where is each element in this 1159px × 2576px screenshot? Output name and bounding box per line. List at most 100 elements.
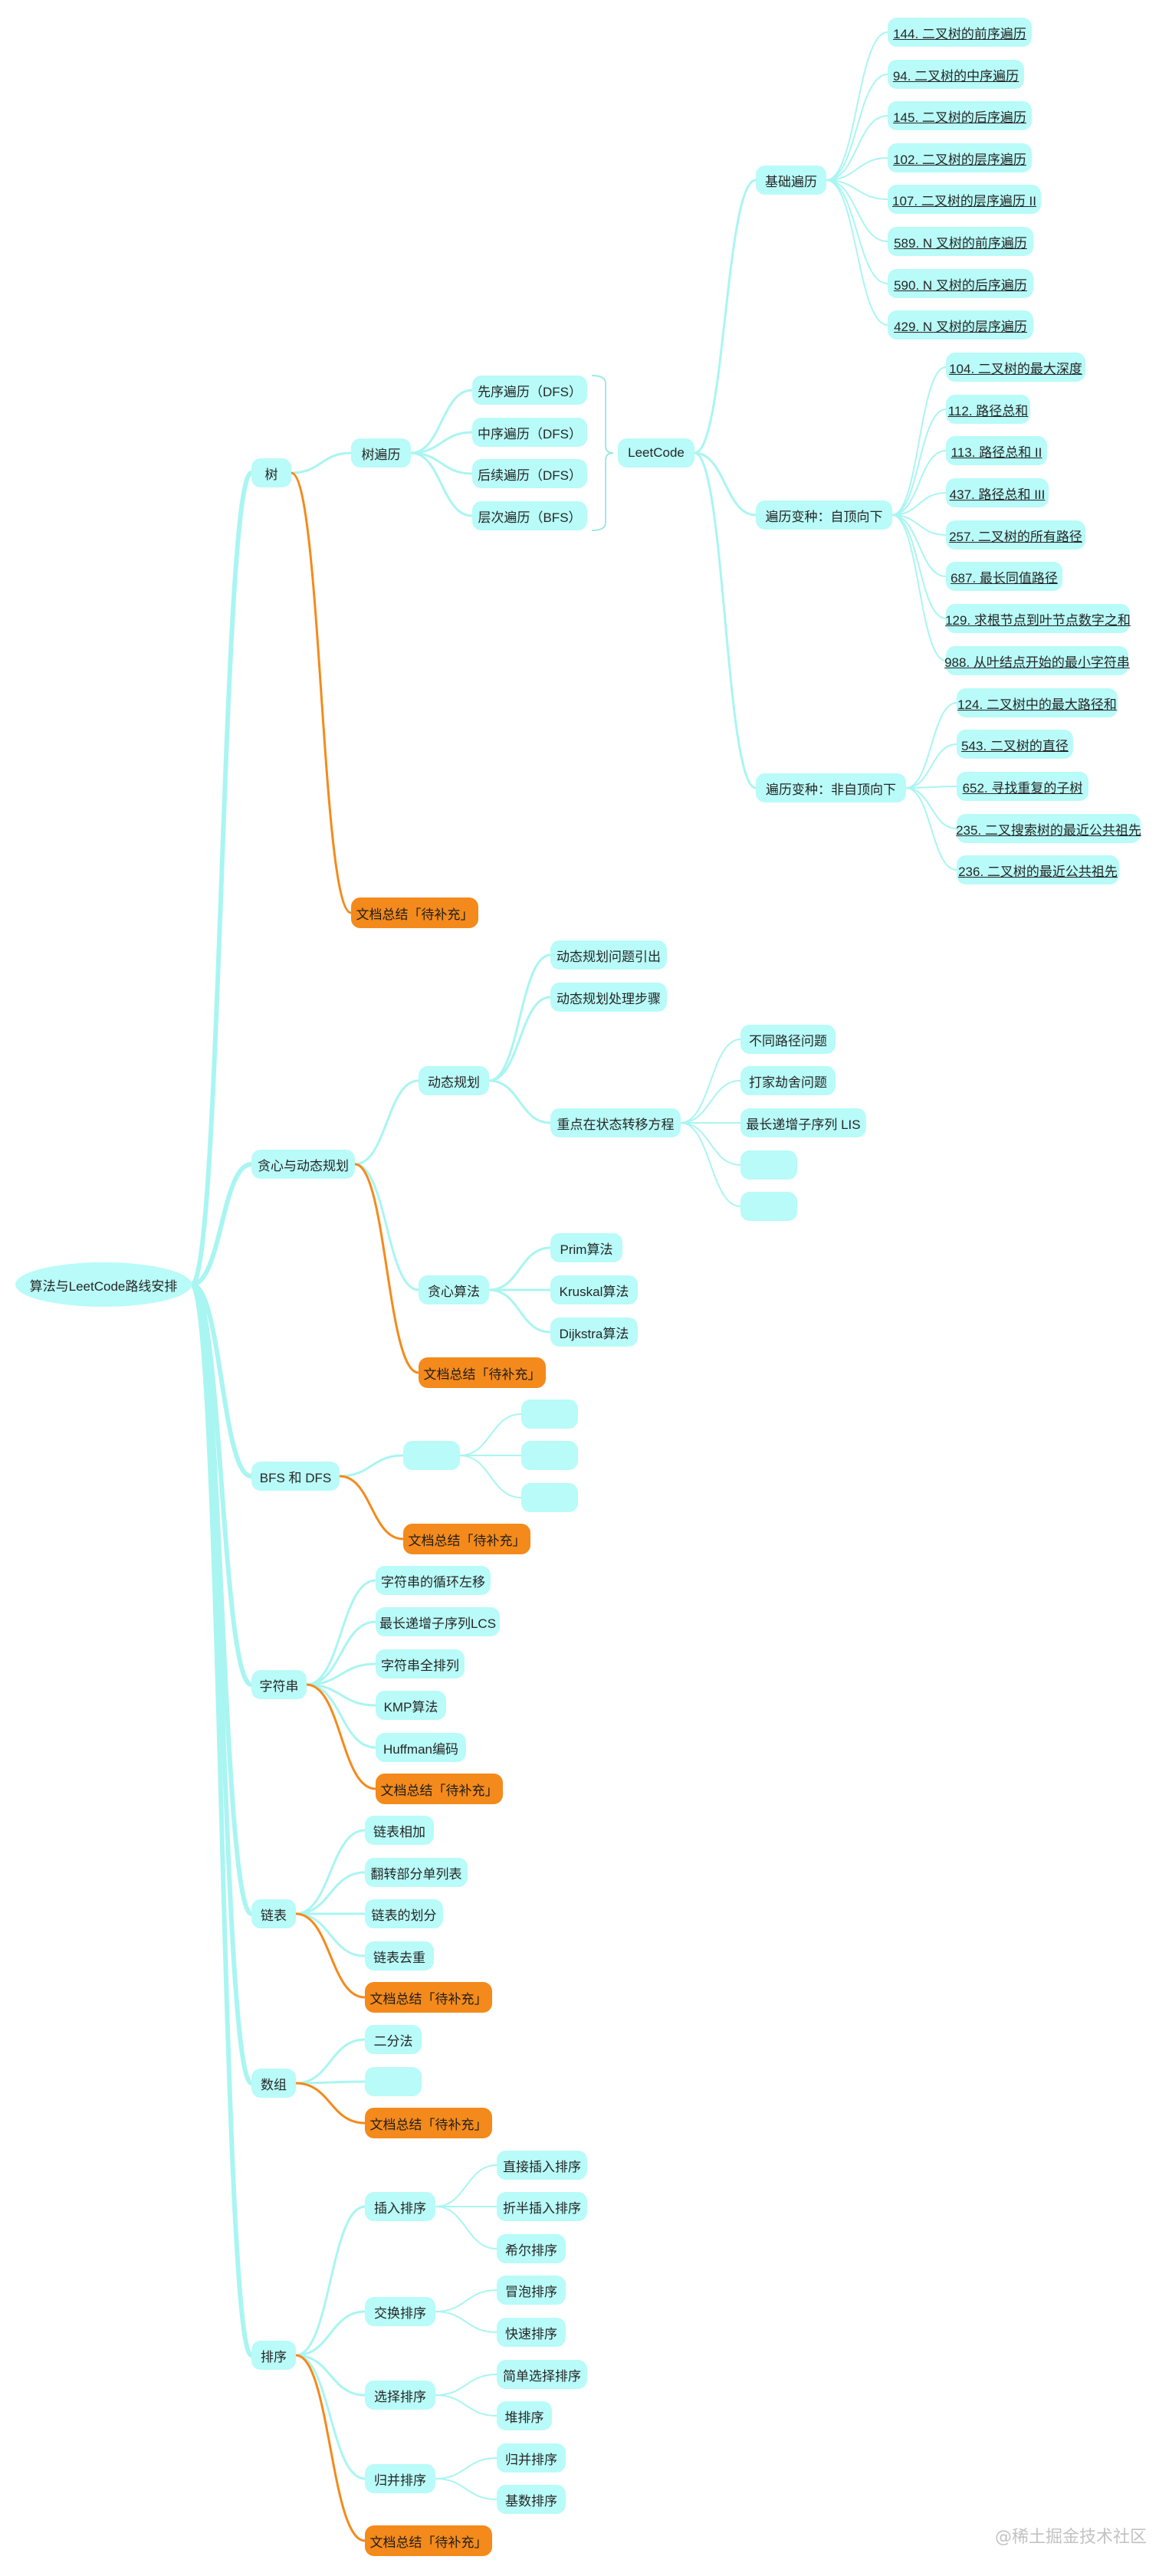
- doc-summary-greedy-dp[interactable]: 文档总结「待补充」: [419, 1357, 546, 1388]
- problem-link[interactable]: 652. 寻找重复的子树: [957, 772, 1088, 801]
- linked-list-item[interactable]: 翻转部分单列表: [365, 1858, 468, 1887]
- problem-link[interactable]: 113. 路径总和 II: [946, 436, 1047, 465]
- bracket: [591, 375, 614, 531]
- doc-summary-array[interactable]: 文档总结「待补充」: [365, 2108, 492, 2138]
- string-item[interactable]: KMP算法: [376, 1691, 446, 1720]
- problem-link[interactable]: 145. 二叉树的后序遍历: [888, 101, 1032, 130]
- exchange-sort[interactable]: 交换排序: [365, 2297, 435, 2326]
- empty-node[interactable]: [740, 1192, 797, 1221]
- problem-link[interactable]: 107. 二叉树的层序遍历 II: [888, 185, 1041, 214]
- non-topdown-variant[interactable]: 遍历变种：非自顶向下: [756, 773, 906, 802]
- connector: [488, 1246, 552, 1291]
- sort-item[interactable]: 折半插入排序: [497, 2192, 587, 2221]
- empty-node[interactable]: [521, 1400, 578, 1429]
- greedy-node[interactable]: 贪心算法: [419, 1275, 489, 1304]
- topic-sort[interactable]: 排序: [251, 2341, 296, 2370]
- linked-list-item[interactable]: 链表的划分: [365, 1899, 443, 1928]
- doc-connector: [294, 2354, 366, 2542]
- sort-item[interactable]: 堆排序: [497, 2401, 552, 2430]
- doc-summary-linked-list[interactable]: 文档总结「待补充」: [365, 1982, 492, 2013]
- select-sort[interactable]: 选择排序: [365, 2381, 435, 2410]
- problem-link[interactable]: 112. 路径总和: [946, 395, 1030, 424]
- sort-item[interactable]: 冒泡排序: [497, 2276, 566, 2305]
- connector: [905, 702, 957, 789]
- tree-traversal[interactable]: 树遍历: [351, 438, 411, 468]
- problem-link[interactable]: 124. 二叉树中的最大路径和: [957, 688, 1118, 717]
- string-item[interactable]: Huffman编码: [376, 1733, 466, 1762]
- doc-summary-sort[interactable]: 文档总结「待补充」: [365, 2525, 492, 2556]
- greedy-item[interactable]: Prim算法: [550, 1233, 622, 1262]
- greedy-item[interactable]: Kruskal算法: [550, 1275, 638, 1304]
- topic-linked-list[interactable]: 链表: [251, 1899, 296, 1928]
- topdown-variant[interactable]: 遍历变种：自顶向下: [756, 500, 892, 530]
- connector: [905, 743, 957, 789]
- connector: [680, 1122, 741, 1207]
- problem-link[interactable]: 104. 二叉树的最大深度: [946, 353, 1085, 382]
- greedy-item[interactable]: Dijkstra算法: [550, 1318, 638, 1347]
- connector: [338, 1454, 405, 1478]
- problem-link[interactable]: 129. 求根节点到叶节点数字之和: [945, 604, 1131, 633]
- dp-problem[interactable]: 打家劫舍问题: [740, 1066, 836, 1095]
- dp-node[interactable]: 动态规划: [419, 1066, 489, 1095]
- connector: [826, 179, 888, 326]
- topic-tree[interactable]: 树: [251, 458, 291, 487]
- dp-problem[interactable]: 最长递增子序列 LIS: [740, 1108, 866, 1137]
- topic-array[interactable]: 数组: [251, 2069, 296, 2098]
- topic-greedy-dp[interactable]: 贪心与动态规划: [251, 1150, 355, 1179]
- problem-link[interactable]: 437. 路径总和 III: [946, 478, 1049, 507]
- problem-link[interactable]: 144. 二叉树的前序遍历: [888, 18, 1032, 47]
- insert-sort[interactable]: 插入排序: [365, 2192, 435, 2221]
- problem-link[interactable]: 94. 二叉树的中序遍历: [888, 60, 1024, 89]
- doc-connector: [290, 471, 353, 914]
- sort-item[interactable]: 基数排序: [497, 2485, 566, 2514]
- dp-item[interactable]: 动态规划问题引出: [550, 940, 667, 970]
- problem-link[interactable]: 687. 最长同值路径: [946, 562, 1062, 591]
- problem-link[interactable]: 590. N 叉树的后序遍历: [888, 269, 1033, 298]
- dp-problem[interactable]: 不同路径问题: [740, 1025, 836, 1054]
- problem-link[interactable]: 988. 从叶结点开始的最小字符串: [944, 646, 1130, 675]
- doc-connector: [294, 2082, 366, 2125]
- string-item[interactable]: 最长递增子序列LCS: [376, 1607, 500, 1636]
- doc-summary-tree[interactable]: 文档总结「待补充」: [351, 897, 478, 928]
- problem-link[interactable]: 589. N 叉树的前序遍历: [888, 227, 1033, 256]
- connector: [435, 2289, 497, 2312]
- connector: [826, 115, 888, 181]
- linked-list-item[interactable]: 链表去重: [365, 1941, 434, 1971]
- merge-sort[interactable]: 归并排序: [365, 2464, 435, 2493]
- problem-link[interactable]: 257. 二叉树的所有路径: [946, 520, 1085, 550]
- topic-bfs-dfs[interactable]: BFS 和 DFS: [251, 1462, 340, 1491]
- topic-string[interactable]: 字符串: [251, 1670, 307, 1699]
- doc-connector: [294, 1912, 366, 1999]
- traversal-item[interactable]: 层次遍历（BFS）: [472, 501, 587, 530]
- sort-item[interactable]: 简单选择排序: [497, 2360, 587, 2389]
- problem-link[interactable]: 102. 二叉树的层序遍历: [888, 143, 1032, 172]
- doc-summary-bfs-dfs[interactable]: 文档总结「待补充」: [403, 1524, 530, 1554]
- problem-link[interactable]: 543. 二叉树的直径: [957, 730, 1073, 759]
- string-item[interactable]: 字符串的循环左移: [376, 1566, 491, 1595]
- basic-traversal[interactable]: 基础遍历: [756, 166, 826, 195]
- linked-list-item[interactable]: 链表相加: [365, 1816, 434, 1845]
- empty-node[interactable]: [521, 1483, 578, 1512]
- empty-node[interactable]: [365, 2067, 422, 2096]
- doc-summary-string[interactable]: 文档总结「待补充」: [376, 1774, 503, 1804]
- traversal-item[interactable]: 中序遍历（DFS）: [472, 418, 587, 447]
- dp-item[interactable]: 动态规划处理步骤: [550, 983, 667, 1012]
- problem-link[interactable]: 429. N 叉树的层序遍历: [888, 310, 1033, 340]
- empty-node[interactable]: [740, 1150, 797, 1180]
- leetcode-node[interactable]: LeetCode: [618, 438, 694, 468]
- problem-link[interactable]: 235. 二叉搜索树的最近公共祖先: [956, 814, 1141, 843]
- sort-item[interactable]: 快速排序: [497, 2318, 566, 2347]
- connector: [435, 2374, 497, 2396]
- empty-node[interactable]: [403, 1441, 460, 1470]
- sort-item[interactable]: 归并排序: [497, 2443, 566, 2473]
- sort-item[interactable]: 直接插入排序: [497, 2151, 587, 2180]
- state-transition[interactable]: 重点在状态转移方程: [550, 1108, 681, 1137]
- traversal-item[interactable]: 先序遍历（DFS）: [472, 376, 587, 405]
- problem-link[interactable]: 236. 二叉树的最近公共祖先: [957, 855, 1119, 884]
- sort-item[interactable]: 希尔排序: [497, 2234, 566, 2263]
- root-node[interactable]: 算法与LeetCode路线安排: [15, 1262, 192, 1307]
- empty-node[interactable]: [521, 1441, 578, 1470]
- string-item[interactable]: 字符串全排列: [376, 1649, 465, 1679]
- traversal-item[interactable]: 后续遍历（DFS）: [472, 459, 587, 488]
- array-item[interactable]: 二分法: [365, 2025, 422, 2054]
